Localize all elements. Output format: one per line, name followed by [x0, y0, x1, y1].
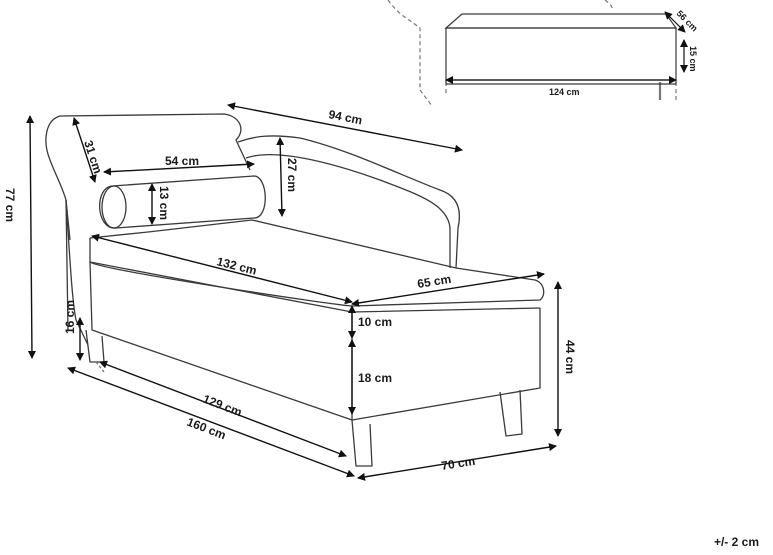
width-top-label: 94 cm [327, 107, 363, 127]
inset-depth-line [664, 11, 686, 33]
backrest-height-line [276, 137, 286, 217]
inset-dimensions [445, 11, 688, 84]
leg-height-label: 16 cm [63, 300, 77, 334]
seat-length-line [91, 233, 353, 305]
bolster-pillow [99, 175, 266, 229]
armrest-height-line [72, 117, 97, 183]
seat-depth-line [351, 271, 545, 307]
inset-depth-label: 56 cm [675, 8, 700, 33]
cushion-thickness-label: 10 cm [358, 315, 392, 329]
seat-height-label: 44 cm [563, 340, 577, 374]
storage-inset [387, 0, 678, 107]
total-length-line [67, 366, 355, 478]
inset-height-label: 15 cm [688, 46, 698, 72]
total-width-line [357, 443, 557, 481]
total-height-label: 77 cm [3, 188, 17, 222]
pillow-length-line [103, 160, 255, 176]
pillow-diameter-label: 13 cm [157, 186, 171, 220]
pillow-length-label: 54 cm [165, 154, 199, 168]
backrest-height-label: 27 cm [285, 158, 299, 192]
seat-length-label: 132 cm [215, 254, 258, 277]
inset-width-label: 124 cm [549, 87, 580, 97]
total-height-line [26, 115, 36, 359]
total-width-label: 70 cm [440, 454, 476, 473]
armrest-height-label: 31 cm [81, 139, 105, 176]
main-dimension-lines [26, 102, 562, 481]
base-height-label: 18 cm [358, 371, 392, 385]
seat-depth-label: 65 cm [416, 272, 452, 291]
tolerance-note: +/- 2 cm [713, 535, 759, 549]
inner-length-label: 129 cm [201, 392, 244, 420]
width-top-line [227, 102, 463, 153]
total-length-label: 160 cm [185, 415, 228, 443]
